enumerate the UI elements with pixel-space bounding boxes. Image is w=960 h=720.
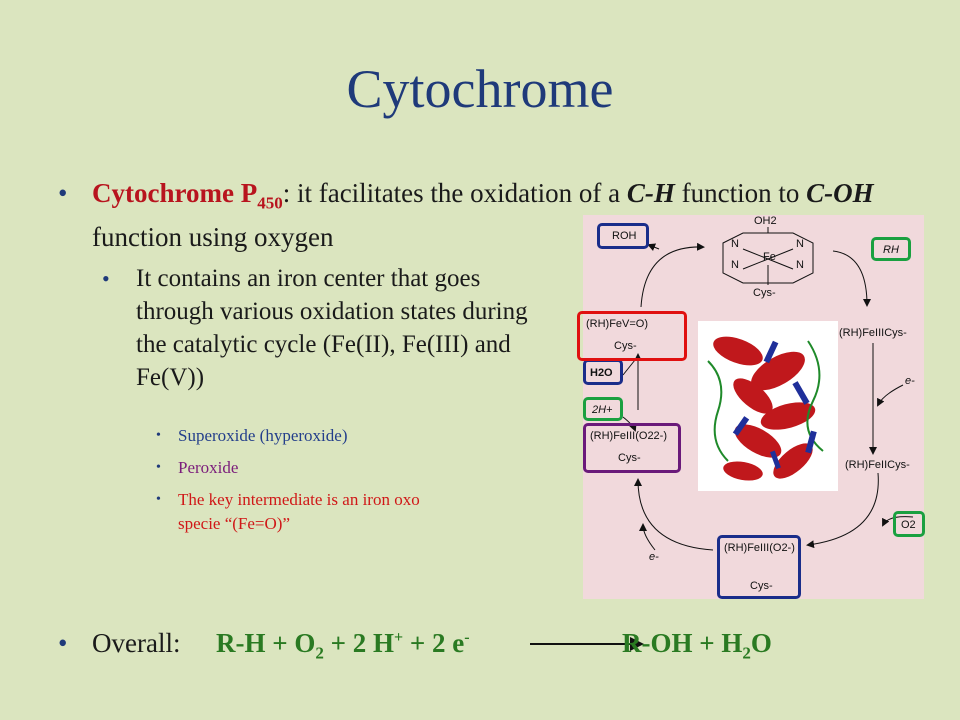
reactants-text: R-H + O	[216, 628, 316, 658]
bullet-dot: •	[156, 428, 161, 443]
label-n: N	[731, 259, 739, 271]
label-cys: Cys-	[750, 580, 773, 592]
label-2h: 2H+	[592, 404, 613, 416]
products: R-OH + H2O	[622, 628, 772, 663]
rh-box: RH	[871, 237, 911, 261]
bullet-dot: •	[58, 628, 68, 658]
arrow-h2o-out	[622, 359, 636, 376]
sub-bullet-text: Peroxide	[178, 458, 239, 477]
roh-box: ROH	[597, 223, 649, 249]
h2o-box: H2O	[583, 359, 623, 385]
electron-text: + 2 e	[403, 628, 465, 658]
label-oh2: OH2	[754, 215, 777, 227]
proton-charge: +	[394, 629, 404, 646]
o2-subscript: 2	[315, 643, 324, 663]
label-h2o: H2O	[590, 367, 613, 379]
bullet-dot: •	[156, 492, 161, 507]
bullet-text: Cytochrome P450: it facilitates the oxid…	[92, 176, 922, 254]
label-n: N	[796, 238, 804, 250]
h2o-subscript: 2	[742, 643, 751, 663]
text-segment: function to	[674, 178, 807, 208]
reactants: R-H + O2 + 2 H+ + 2 e-	[216, 628, 470, 663]
arrow-e-left	[639, 523, 656, 551]
label-cys: Cys-	[614, 340, 637, 352]
arrow-bottom-left	[634, 478, 714, 551]
bullet-text: It contains an iron center that goes thr…	[136, 265, 528, 391]
bullet-dot: •	[58, 178, 68, 208]
sub-bullet-text: The key intermediate is an iron oxo spec…	[178, 490, 420, 533]
catalytic-cycle-diagram: OH2 Fe N N N N Cys- ROH RH H2O 2H+ O2 (R…	[577, 215, 925, 599]
porphyrin-sketch	[722, 227, 814, 285]
fe-iii-superoxo-box: (RH)FeIII(O2-) Cys-	[717, 535, 801, 599]
arrow-e-in	[877, 384, 904, 407]
bullet-dot: •	[156, 460, 161, 475]
label-e-left: e-	[649, 551, 659, 563]
fe-iii-peroxo-box: (RH)FeIII(O22-) Cys-	[583, 423, 681, 473]
proton-text: + 2 H	[323, 628, 395, 658]
arrow-bottom-right	[806, 472, 879, 549]
label-fe-iii-o22: (RH)FeIII(O22-)	[590, 430, 667, 442]
label-n: N	[731, 238, 739, 250]
term-subscript: 450	[257, 193, 283, 213]
label-e-right: e-	[905, 375, 915, 387]
label-fe: Fe	[763, 251, 776, 263]
arrow-roh-out	[647, 243, 660, 251]
bullet-dot: •	[102, 266, 110, 291]
label-n: N	[796, 259, 804, 271]
overall-label: Overall:	[92, 628, 181, 658]
2h-box: 2H+	[583, 397, 623, 421]
arrow-top-left	[640, 242, 705, 308]
electron-charge: -	[464, 629, 470, 646]
label-roh: ROH	[612, 230, 637, 242]
label-cys: Cys-	[618, 452, 641, 464]
products-end: O	[750, 628, 772, 658]
label-rh: RH	[883, 244, 899, 256]
term-ch: C-H	[626, 178, 675, 208]
reaction-arrow	[530, 637, 644, 651]
text-segment: function using oxygen	[92, 222, 334, 253]
fe-v-oxo-box: (RH)FeV=O) Cys-	[577, 311, 687, 361]
cycle-arrows	[622, 227, 914, 551]
label-fe-iii-cys-top: (RH)FeIIICys-	[839, 327, 907, 339]
products-text: R-OH + H	[622, 628, 743, 658]
o2-box: O2	[893, 511, 925, 537]
protein-structure-image	[698, 321, 838, 491]
label-fe-iii-o2: (RH)FeIII(O2-)	[724, 542, 795, 554]
slide-title: Cytochrome	[346, 59, 614, 119]
label-o2: O2	[901, 519, 916, 531]
sub-bullet-text: Superoxide (hyperoxide)	[178, 426, 348, 445]
arrow-rh-in	[832, 250, 871, 307]
term-coh: C-OH	[806, 178, 874, 208]
label-fe-v: (RH)FeV=O)	[586, 318, 649, 330]
protein-ribbon	[707, 336, 824, 481]
label-fe-ii-cys: (RH)FeIICys-	[845, 459, 910, 471]
label-cys: Cys-	[753, 287, 776, 299]
term-cytochrome: Cytochrome P	[92, 178, 258, 208]
text-segment: : it facilitates the oxidation of a	[282, 178, 627, 208]
